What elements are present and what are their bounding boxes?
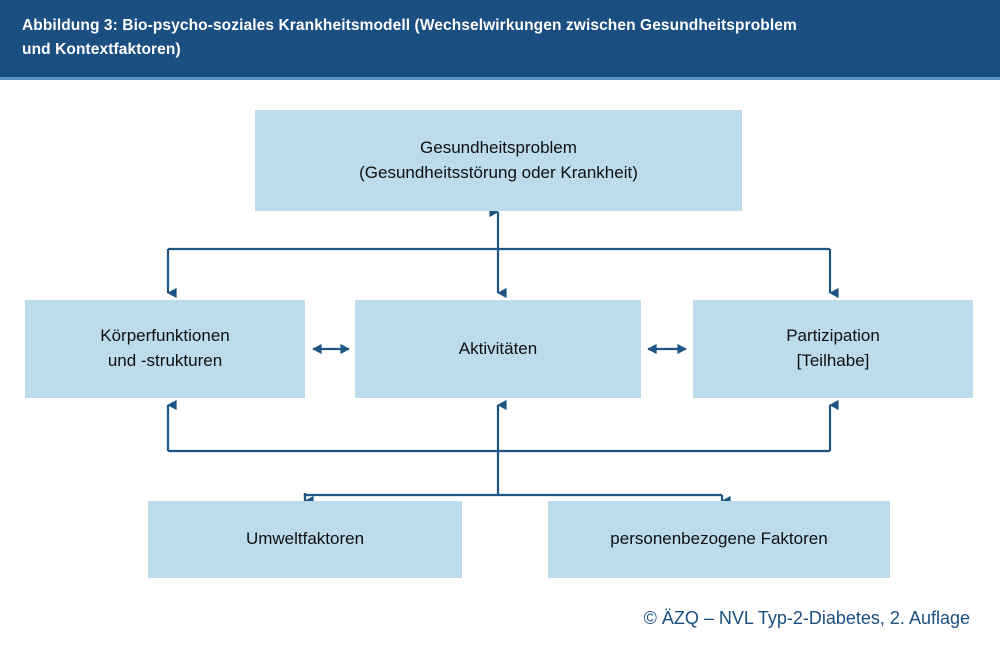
diagram-connectors-layer: [166, 206, 839, 507]
header-underline-divider: [0, 77, 1000, 80]
node-health-problem[interactable]: Gesundheitsproblem (Gesundheitsstörung o…: [255, 110, 742, 211]
node-body-functions[interactable]: Körperfunktionen und -strukturen: [25, 300, 305, 398]
node-personal-factors[interactable]: personenbezogene Faktoren: [548, 501, 890, 578]
copyright-notice: © ÄZQ – NVL Typ-2-Diabetes, 2. Auflage: [643, 608, 970, 628]
node-environmental-factors[interactable]: Umweltfaktoren: [148, 501, 462, 578]
figure-title: Abbildung 3: Bio-psycho-soziales Krankhe…: [22, 17, 797, 59]
icf-model-diagram: Gesundheitsproblem (Gesundheitsstörung o…: [0, 80, 1000, 610]
figure-header-bar: Abbildung 3: Bio-psycho-soziales Krankhe…: [0, 0, 1000, 77]
node-participation[interactable]: Partizipation [Teilhabe]: [693, 300, 973, 398]
node-activities[interactable]: Aktivitäten: [355, 300, 641, 398]
